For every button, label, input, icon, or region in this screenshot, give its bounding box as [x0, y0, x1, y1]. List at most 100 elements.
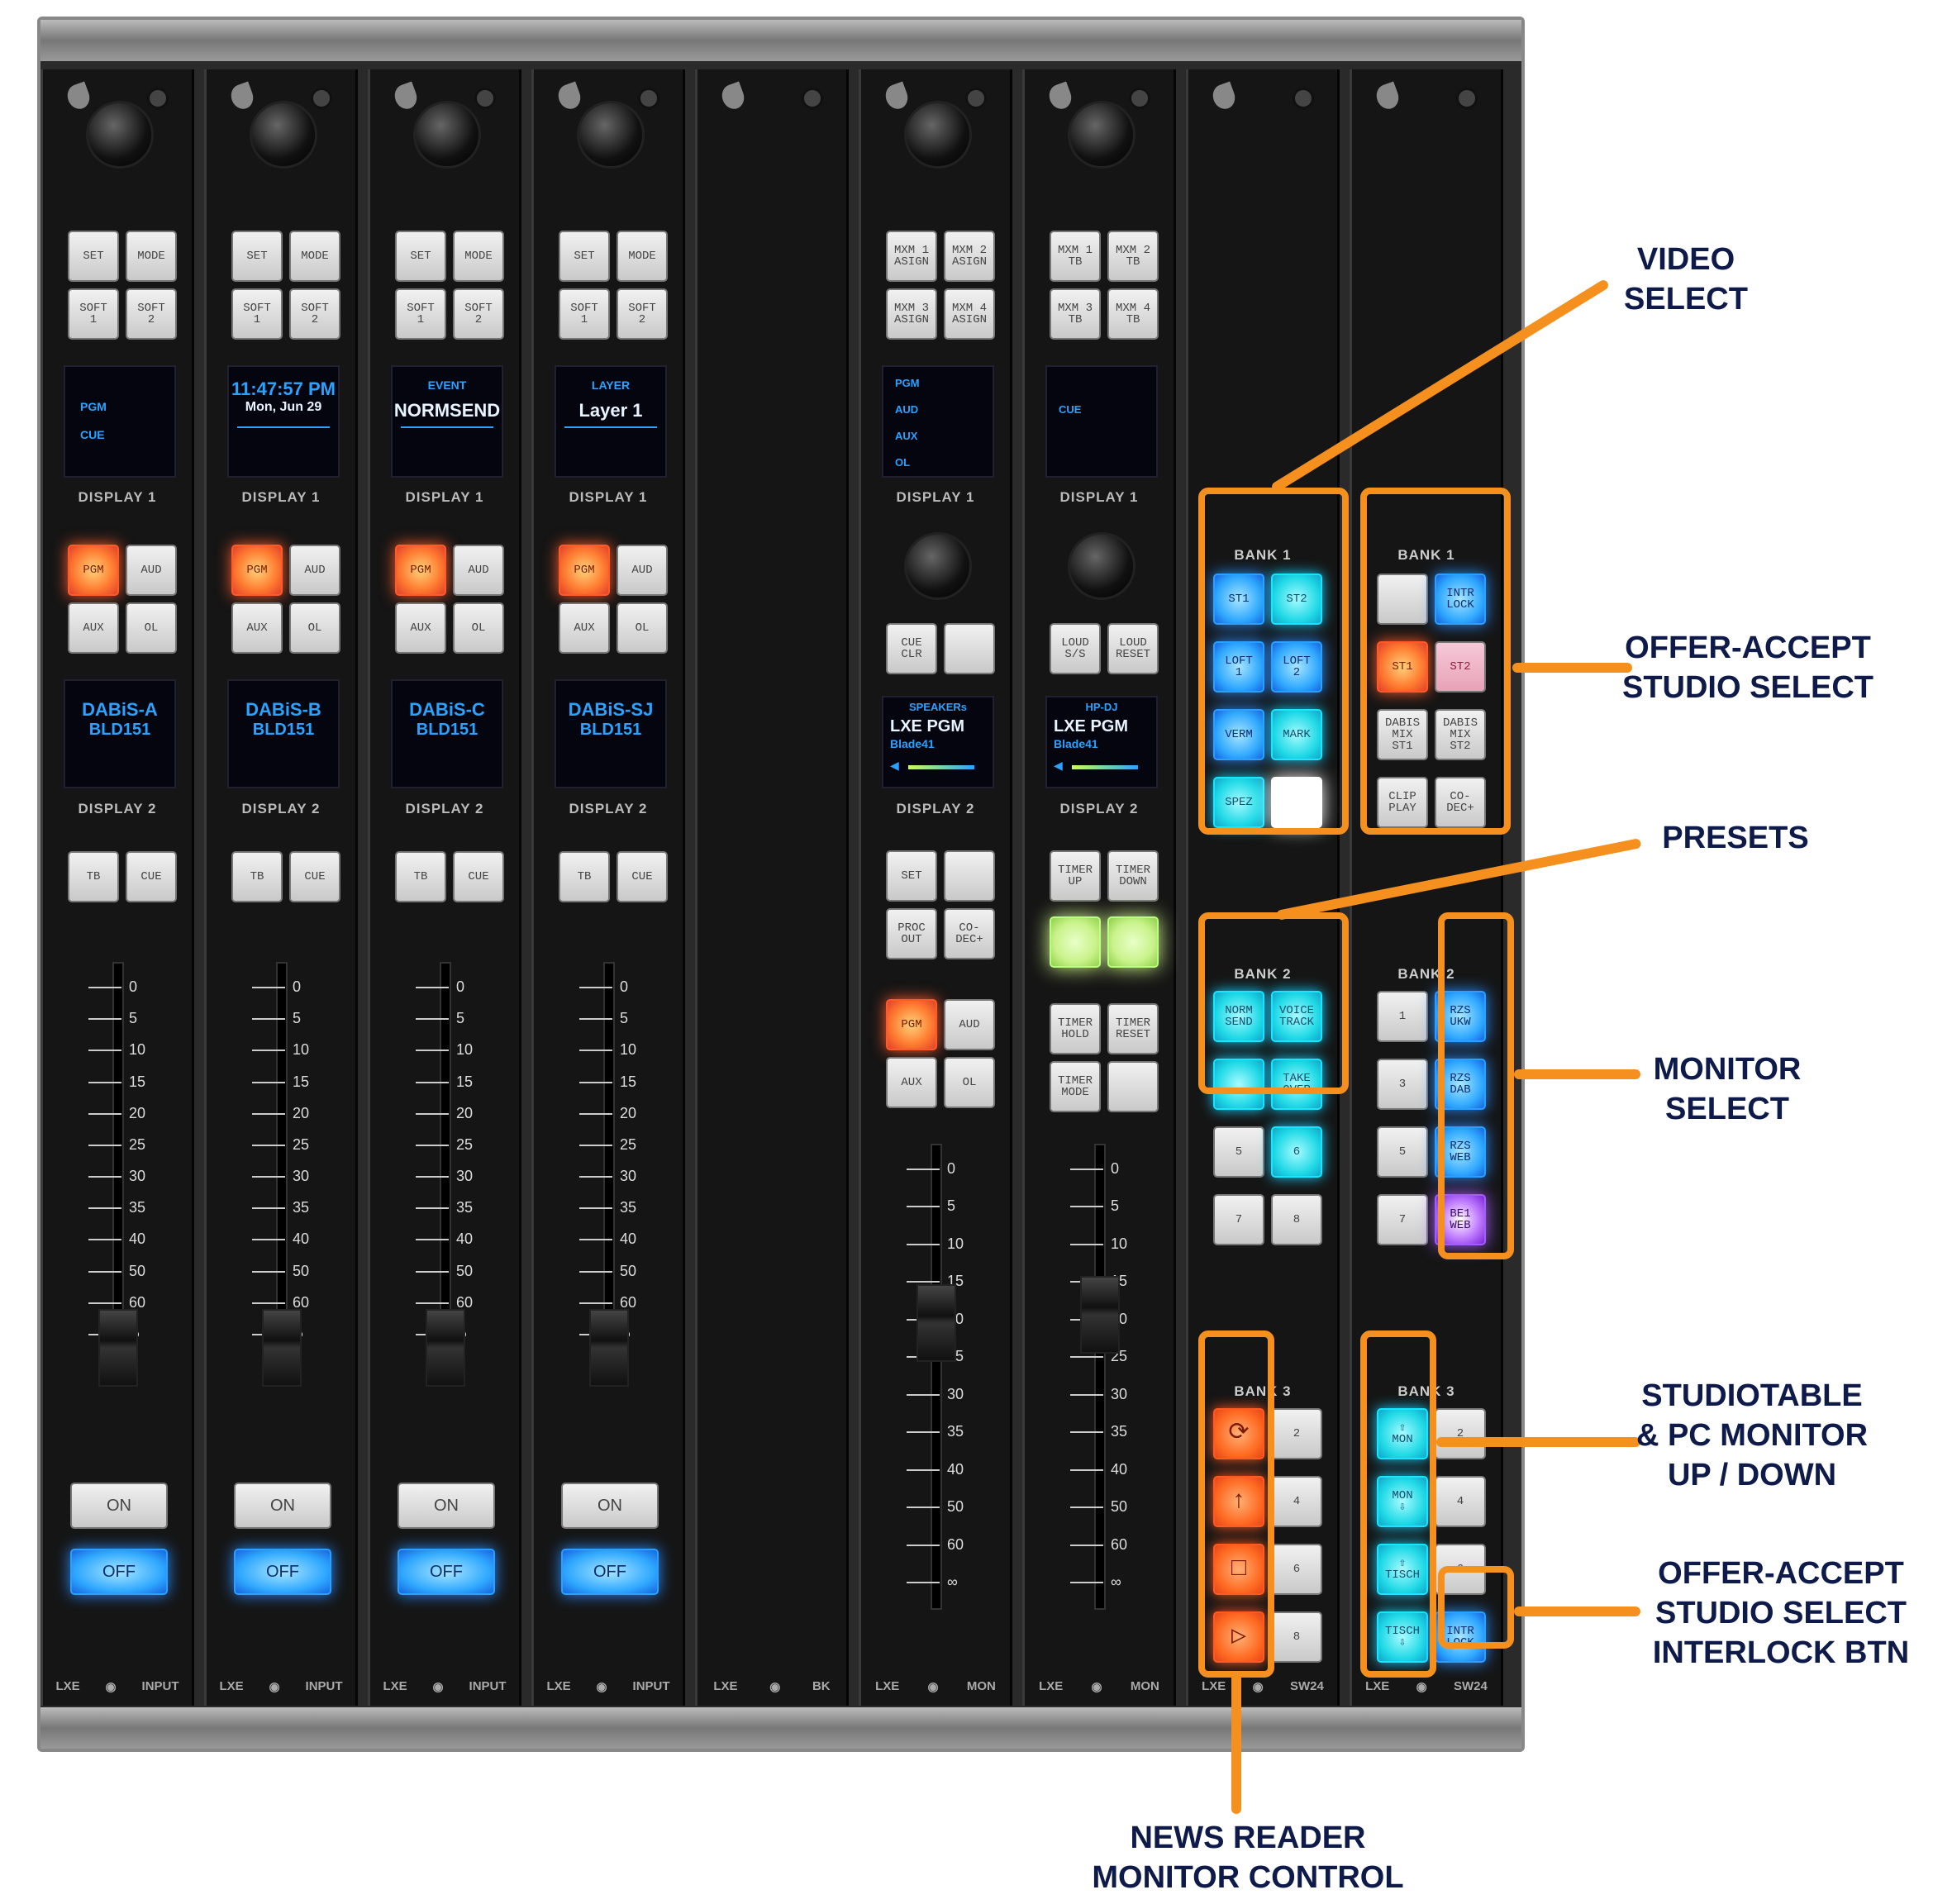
- button-4[interactable]: 4: [1271, 1476, 1322, 1527]
- mode-button[interactable]: MODE: [126, 231, 177, 282]
- mxm4-tb-button[interactable]: MXM 4 TB: [1107, 288, 1159, 340]
- voice-track-button[interactable]: VOICE TRACK: [1271, 991, 1322, 1042]
- norm-send-button[interactable]: NORM SEND: [1213, 991, 1264, 1042]
- rotary-knob[interactable]: [86, 101, 154, 169]
- aux-button[interactable]: AUX: [231, 602, 283, 654]
- cue-button[interactable]: CUE: [453, 851, 504, 902]
- preset-6-button[interactable]: 6: [1271, 1126, 1322, 1178]
- ol-button[interactable]: OL: [453, 602, 504, 654]
- aux-button[interactable]: AUX: [68, 602, 119, 654]
- pgm-button[interactable]: PGM: [559, 545, 610, 596]
- monitor-5-button[interactable]: 5: [1377, 1126, 1428, 1178]
- preset-7-button[interactable]: 7: [1213, 1194, 1264, 1245]
- timer-hold-button[interactable]: TIMER HOLD: [1050, 1003, 1101, 1054]
- mode-button[interactable]: MODE: [289, 231, 340, 282]
- spez-button[interactable]: SPEZ: [1213, 777, 1264, 828]
- mode-button[interactable]: MODE: [453, 231, 504, 282]
- loud-reset-button[interactable]: LOUD RESET: [1107, 623, 1159, 674]
- pgm-button[interactable]: PGM: [395, 545, 446, 596]
- rotary-knob[interactable]: [250, 101, 317, 169]
- aux-button[interactable]: AUX: [559, 602, 610, 654]
- st2-button[interactable]: ST2: [1271, 574, 1322, 625]
- blank-button[interactable]: [944, 623, 995, 674]
- loft1-button[interactable]: LOFT 1: [1213, 641, 1264, 693]
- button-6[interactable]: 6: [1271, 1544, 1322, 1595]
- fader-cap[interactable]: [1080, 1276, 1120, 1354]
- preset-5-button[interactable]: 5: [1213, 1126, 1264, 1178]
- cue-button[interactable]: CUE: [126, 851, 177, 902]
- tb-button[interactable]: TB: [395, 851, 446, 902]
- timer-display-button[interactable]: [1107, 916, 1159, 968]
- codec-button[interactable]: CO- DEC+: [1435, 777, 1486, 828]
- ol-button[interactable]: OL: [617, 602, 668, 654]
- rotary-knob[interactable]: [1068, 532, 1135, 600]
- on-button[interactable]: ON: [561, 1483, 659, 1529]
- rotary-knob[interactable]: [577, 101, 645, 169]
- on-button[interactable]: ON: [70, 1483, 168, 1529]
- button-8[interactable]: 8: [1271, 1611, 1322, 1663]
- table-up-button[interactable]: ⇧ TISCH: [1377, 1544, 1428, 1595]
- mxm1-tb-button[interactable]: MXM 1 TB: [1050, 231, 1101, 282]
- dabis-mix-st1-button[interactable]: DABIS MIX ST1: [1377, 709, 1428, 760]
- aux-button[interactable]: AUX: [886, 1057, 937, 1108]
- off-button[interactable]: OFF: [70, 1549, 168, 1595]
- clip-play-button[interactable]: CLIP PLAY: [1377, 777, 1428, 828]
- ol-button[interactable]: OL: [944, 1057, 995, 1108]
- st2-button[interactable]: ST2: [1435, 641, 1486, 693]
- reload-icon[interactable]: ⟳: [1213, 1408, 1264, 1459]
- tb-button[interactable]: TB: [231, 851, 283, 902]
- pgm-button[interactable]: PGM: [886, 999, 937, 1050]
- aud-button[interactable]: AUD: [126, 545, 177, 596]
- blank-button[interactable]: [1377, 574, 1428, 625]
- rotary-knob[interactable]: [413, 101, 481, 169]
- monitor-up-button[interactable]: ⇧ MON: [1377, 1408, 1428, 1459]
- fader-cap[interactable]: [262, 1309, 302, 1387]
- play-icon[interactable]: ▷: [1213, 1611, 1264, 1663]
- set-button[interactable]: SET: [559, 231, 610, 282]
- monitor-3-button[interactable]: 3: [1377, 1059, 1428, 1110]
- soft1-button[interactable]: SOFT 1: [68, 288, 119, 340]
- soft2-button[interactable]: SOFT 2: [289, 288, 340, 340]
- monitor-down-button[interactable]: MON ⇩: [1377, 1476, 1428, 1527]
- mxm4-assign-button[interactable]: MXM 4 ASIGN: [944, 288, 995, 340]
- rotary-knob[interactable]: [904, 101, 972, 169]
- aud-button[interactable]: AUD: [617, 545, 668, 596]
- aud-button[interactable]: AUD: [289, 545, 340, 596]
- set-button[interactable]: SET: [886, 850, 937, 902]
- mode-button[interactable]: MODE: [617, 231, 668, 282]
- soft2-button[interactable]: SOFT 2: [617, 288, 668, 340]
- aud-button[interactable]: AUD: [453, 545, 504, 596]
- st1-button[interactable]: ST1: [1213, 574, 1264, 625]
- mark-button[interactable]: MARK: [1271, 709, 1322, 760]
- fader-cap[interactable]: [98, 1309, 138, 1387]
- mxm1-assign-button[interactable]: MXM 1 ASIGN: [886, 231, 937, 282]
- tb-button[interactable]: TB: [559, 851, 610, 902]
- up-arrow-icon[interactable]: ↑: [1213, 1476, 1264, 1527]
- blank-button[interactable]: [944, 850, 995, 902]
- fader-cap[interactable]: [589, 1309, 629, 1387]
- timer-down-button[interactable]: TIMER DOWN: [1107, 850, 1159, 902]
- st1-button[interactable]: ST1: [1377, 641, 1428, 693]
- button-2[interactable]: 2: [1435, 1408, 1486, 1459]
- preset-button[interactable]: [1213, 1059, 1264, 1110]
- verm-button[interactable]: VERM: [1213, 709, 1264, 760]
- interlock-button[interactable]: INTR LOCK: [1435, 574, 1486, 625]
- dabis-mix-st2-button[interactable]: DABIS MIX ST2: [1435, 709, 1486, 760]
- preset-8-button[interactable]: 8: [1271, 1194, 1322, 1245]
- on-button[interactable]: ON: [234, 1483, 331, 1529]
- soft2-button[interactable]: SOFT 2: [453, 288, 504, 340]
- button-4[interactable]: 4: [1435, 1476, 1486, 1527]
- pgm-button[interactable]: PGM: [68, 545, 119, 596]
- off-button[interactable]: OFF: [398, 1549, 495, 1595]
- button-2[interactable]: 2: [1271, 1408, 1322, 1459]
- loud-ss-button[interactable]: LOUD S/S: [1050, 623, 1101, 674]
- ol-button[interactable]: OL: [126, 602, 177, 654]
- take-over-button[interactable]: TAKE OVER: [1271, 1059, 1322, 1110]
- cue-button[interactable]: CUE: [289, 851, 340, 902]
- timer-up-button[interactable]: TIMER UP: [1050, 850, 1101, 902]
- monitor-7-button[interactable]: 7: [1377, 1194, 1428, 1245]
- blank-button[interactable]: [1107, 1061, 1159, 1112]
- set-button[interactable]: SET: [395, 231, 446, 282]
- timer-reset-button[interactable]: TIMER RESET: [1107, 1003, 1159, 1054]
- ol-button[interactable]: OL: [289, 602, 340, 654]
